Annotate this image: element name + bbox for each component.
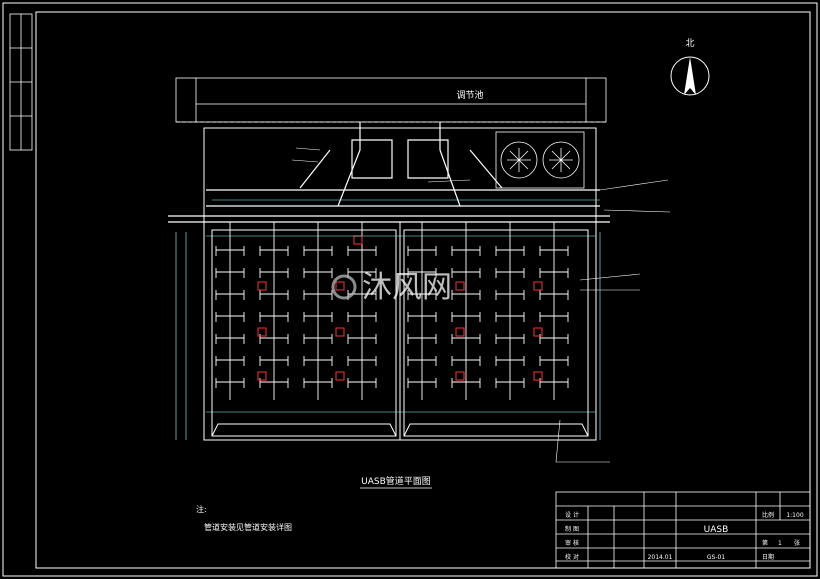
project-name: UASB: [704, 525, 729, 535]
branch-pipe: [347, 334, 377, 344]
valve-markers: [257, 235, 543, 381]
title-block: [555, 491, 811, 569]
row-label-draw: 制 图: [565, 525, 579, 533]
branch-pipe: [407, 246, 437, 256]
scale-value: 1:100: [786, 512, 803, 519]
branch-pipe: [259, 356, 289, 366]
branch-pipe: [347, 312, 377, 322]
branch-pipe: [347, 378, 377, 388]
north-label: 北: [685, 38, 694, 49]
regulating-tank: [175, 77, 607, 123]
inner-border: [35, 11, 811, 569]
branch-pipe: [303, 378, 333, 388]
valve-marker: [335, 327, 345, 337]
branch-pipe: [303, 290, 333, 300]
branch-pipe: [407, 268, 437, 278]
branch-pipe: [259, 268, 289, 278]
branch-pipe: [539, 246, 569, 256]
valve-marker: [335, 281, 345, 291]
branch-pipe: [451, 246, 481, 256]
watermark-text: 沐风网: [362, 270, 452, 305]
valve-marker: [455, 327, 465, 337]
branch-pipe: [451, 268, 481, 278]
scale-label: 比例: [762, 511, 774, 519]
branch-pipe: [539, 268, 569, 278]
branch-pipe: [539, 312, 569, 322]
branch-pipe: [451, 356, 481, 366]
branch-pipe: [303, 268, 333, 278]
branch-pipe: [495, 378, 525, 388]
valve-marker: [257, 281, 267, 291]
branch-pipe: [451, 312, 481, 322]
branch-pipe: [215, 268, 245, 278]
main-title: UASB管道平面图: [361, 475, 431, 487]
valve-marker: [335, 371, 345, 381]
branch-pipe: [303, 334, 333, 344]
branch-pipe: [259, 312, 289, 322]
valve-marker: [533, 281, 543, 291]
drawing-no: GS-01: [707, 554, 725, 561]
reactor-outline: [203, 127, 597, 441]
branch-pipe: [303, 356, 333, 366]
branch-pipe: [215, 378, 245, 388]
branch-pipe: [495, 268, 525, 278]
branch-pipe: [347, 356, 377, 366]
branch-pipe: [495, 290, 525, 300]
branch-pipe: [407, 290, 437, 300]
branch-pipe: [495, 334, 525, 344]
branch-pipe: [451, 378, 481, 388]
valve-marker: [455, 371, 465, 381]
row-label-review: 审 核: [565, 539, 579, 547]
branch-pipe: [215, 356, 245, 366]
branch-pipe: [407, 378, 437, 388]
branch-pipe: [407, 334, 437, 344]
date-label: 日期: [762, 553, 774, 561]
valve-marker: [257, 371, 267, 381]
branch-pipe: [451, 334, 481, 344]
branch-pipe: [215, 290, 245, 300]
branch-pipe: [347, 246, 377, 256]
branch-pipe: [259, 246, 289, 256]
sheet-label: 第: [762, 539, 768, 547]
header-pipes: [168, 122, 610, 223]
branch-pipe: [215, 334, 245, 344]
branch-pipe: [539, 356, 569, 366]
blower-units: [495, 131, 585, 189]
row-label-design: 设 计: [565, 511, 579, 519]
valve-marker: [533, 327, 543, 337]
distribution-pipes-right: [407, 222, 569, 400]
branch-pipe: [495, 246, 525, 256]
branch-pipe: [495, 312, 525, 322]
branch-pipe: [303, 246, 333, 256]
valve-marker: [455, 281, 465, 291]
tank-label: 调节池: [456, 89, 483, 101]
binding-strip: [9, 13, 33, 151]
valve-marker: [353, 235, 363, 245]
sheet-unit: 张: [794, 539, 800, 547]
branch-pipe: [451, 290, 481, 300]
sheet-value: 1: [778, 540, 782, 547]
branch-pipe: [539, 290, 569, 300]
note-label: 注:: [196, 504, 207, 514]
branch-pipe: [407, 312, 437, 322]
branch-pipe: [215, 246, 245, 256]
row-label-check: 校 对: [565, 553, 579, 561]
north-arrow: 北: [670, 38, 710, 96]
valve-marker: [257, 327, 267, 337]
date-value: 2014.01: [648, 554, 673, 561]
branch-pipe: [215, 312, 245, 322]
dimension-lines: [175, 199, 601, 440]
leader-lines: [291, 147, 671, 463]
valve-marker: [533, 371, 543, 381]
branch-pipe: [407, 356, 437, 366]
watermark: 沐风网: [331, 270, 452, 305]
distribution-pipes-left: [215, 222, 377, 400]
note-text: 管道安装见管道安装详图: [204, 522, 292, 532]
branch-pipe: [495, 356, 525, 366]
branch-pipe: [303, 312, 333, 322]
branch-pipe: [259, 290, 289, 300]
